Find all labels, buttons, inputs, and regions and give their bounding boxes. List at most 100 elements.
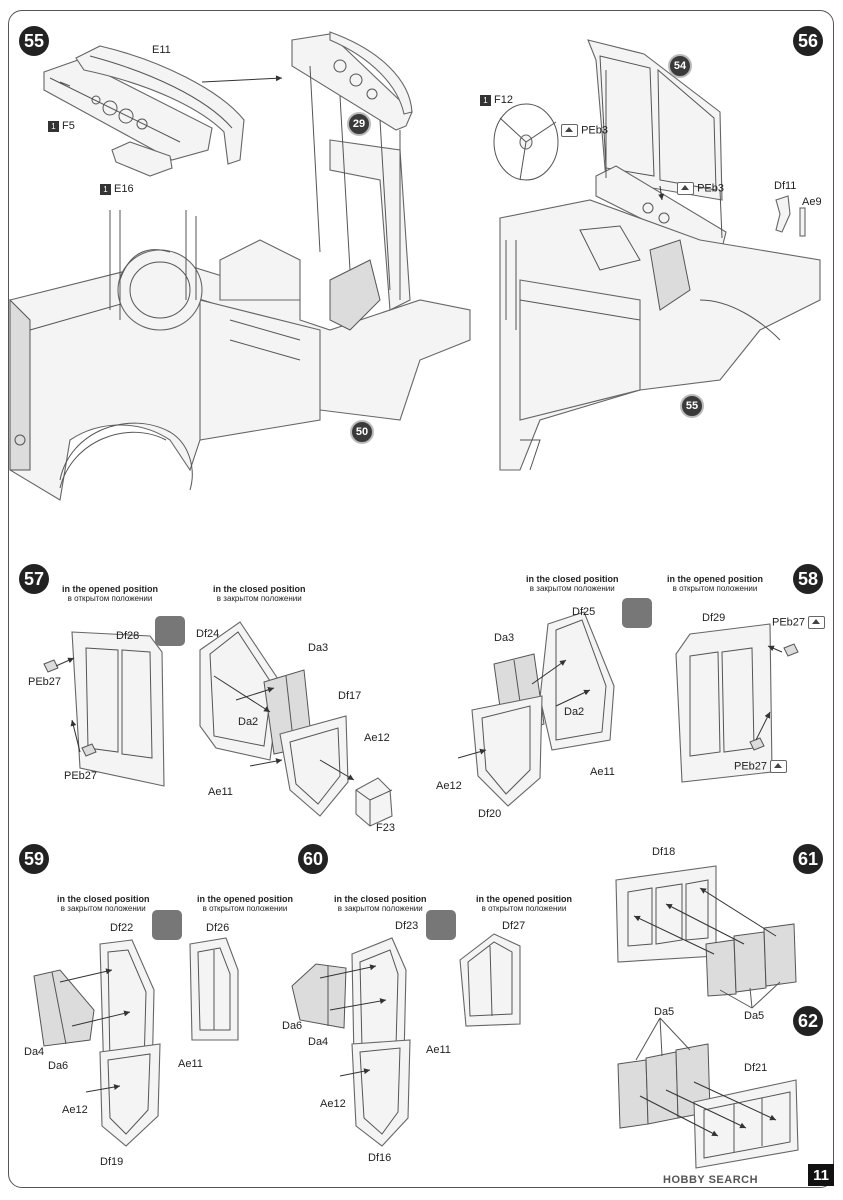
label-df26: Df26 [206, 922, 230, 934]
label-da4: Da4 [24, 1046, 45, 1058]
label-ae11: Ae11 [208, 786, 233, 798]
hinge-peb27-part [43, 659, 59, 673]
step-number-56: 56 [793, 26, 823, 56]
step-56-drawing [493, 39, 821, 471]
photo-etch-icon [561, 124, 578, 137]
label-ae12: Ae12 [364, 732, 390, 744]
vehicle-body-step-55 [9, 139, 471, 501]
box-f23-part [355, 777, 393, 827]
step-number-61: 61 [793, 844, 823, 874]
step-62-drawing [617, 1017, 799, 1169]
label-df29: Df29 [702, 612, 726, 624]
glass-da6-part [291, 963, 347, 1029]
label-df17: Df17 [338, 690, 362, 702]
sprue-mark: 1 [480, 94, 491, 106]
page-frame [8, 10, 834, 1188]
label-df19: Df19 [100, 1156, 124, 1168]
label-df18: Df18 [652, 846, 676, 858]
handle-df11-part [775, 195, 791, 233]
pin-ae9-part [799, 207, 806, 237]
label-ae9: Ae9 [802, 196, 822, 208]
hinge-peb27-part [783, 643, 799, 657]
dashboard-mounted-view [291, 31, 413, 131]
photo-etch-icon [808, 616, 826, 629]
label-df22: Df22 [110, 922, 134, 934]
label-ae12: Ae12 [320, 1098, 346, 1110]
label-peb27-b: PEb27 [734, 760, 788, 773]
label-ae12: Ae12 [436, 780, 462, 792]
door-df28-opened [71, 631, 165, 787]
step-55-drawing [9, 31, 471, 501]
visor-e11-part [75, 45, 245, 165]
door-df24-closed [199, 621, 313, 761]
lower-door-df16 [351, 1039, 411, 1147]
label-ae12: Ae12 [62, 1104, 88, 1116]
label-df24: Df24 [196, 628, 220, 640]
lower-door-df17 [279, 715, 349, 817]
assembly-arrow [201, 75, 283, 83]
label-peb3-b: PEb3 [674, 182, 724, 195]
assembly-guide-lines-56 [605, 70, 723, 239]
label-peb27-b: PEb27 [64, 770, 98, 782]
label-df16: Df16 [368, 1152, 392, 1164]
glass-da5-set-62 [617, 1043, 711, 1129]
glass-da5-set-61 [705, 923, 797, 997]
assembly-guide-lines-55 [309, 65, 401, 300]
label-df21: Df21 [744, 1062, 768, 1074]
page-number: 11 [808, 1164, 834, 1186]
vehicle-body-step-56 [499, 199, 821, 471]
step-58-drawing [457, 611, 799, 807]
lower-door-df19 [99, 1043, 161, 1147]
label-peb3-a: PEb3 [558, 124, 608, 137]
label-df27: Df27 [502, 920, 526, 932]
flip-option-icon [622, 598, 652, 628]
label-df25: Df25 [572, 606, 596, 618]
step-number-58: 58 [793, 564, 823, 594]
step-number-55: 55 [19, 26, 49, 56]
sprue-mark: 1 [48, 120, 59, 132]
flip-option-icon [152, 910, 182, 940]
label-df11: Df11 [774, 180, 797, 192]
hinge-peb27-part [81, 743, 97, 757]
door-df27-opened [459, 933, 521, 1027]
glass-da4-part [33, 969, 95, 1047]
windshield-frame-part [587, 39, 723, 201]
flip-option-icon [155, 616, 185, 646]
step-61-drawing [615, 865, 797, 1009]
step-number-59: 59 [19, 844, 49, 874]
label-da3: Da3 [308, 642, 329, 654]
label-da2: Da2 [564, 706, 585, 718]
label-peb27-a: PEb27 [28, 676, 62, 688]
door-df26-opened [189, 937, 239, 1041]
photo-etch-icon [677, 182, 694, 195]
label-ae11: Ae11 [178, 1058, 203, 1070]
step-number-60: 60 [298, 844, 328, 874]
ref-step-50: 50 [350, 420, 374, 444]
label-e11: E11 [152, 44, 171, 56]
bracket-e16-part [111, 141, 173, 177]
label-df23: Df23 [395, 920, 419, 932]
label-da3: Da3 [494, 632, 515, 644]
steering-wheel-f12-part [493, 103, 559, 181]
label-da5-62: Da5 [654, 1006, 675, 1018]
lower-door-df20 [471, 695, 543, 807]
label-da6: Da6 [48, 1060, 69, 1072]
label-f23: F23 [376, 822, 395, 834]
label-da5-61: Da5 [744, 1010, 765, 1022]
frame-df21-part [693, 1079, 799, 1169]
label-da6: Da6 [282, 1020, 303, 1032]
ref-step-29: 29 [347, 112, 371, 136]
watermark-text: HOBBY SEARCH [663, 1174, 759, 1186]
sprue-mark: 1 [100, 183, 111, 195]
